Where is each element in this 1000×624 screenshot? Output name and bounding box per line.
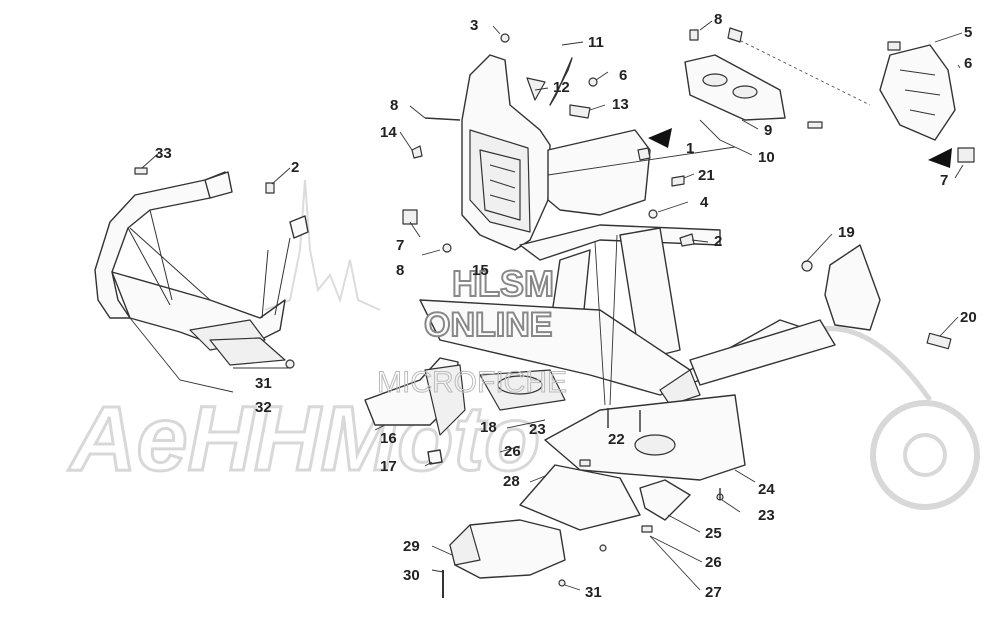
leader-lines	[129, 20, 964, 591]
callout-27: 27	[705, 584, 722, 601]
callout-17: 17	[380, 458, 397, 475]
fasteners	[402, 29, 952, 500]
callout-8: 8	[714, 11, 722, 28]
front-bumper-assembly	[94, 167, 309, 369]
callout-8: 8	[396, 262, 404, 279]
callout-labels: 3 11 8 5 6 12 6 8 13 9 14 10 1 33 2 21 7…	[155, 11, 977, 601]
callout-3: 3	[470, 17, 478, 34]
callout-23: 23	[758, 507, 775, 524]
callout-2: 2	[291, 159, 299, 176]
callout-33: 33	[155, 145, 172, 162]
callout-1: 1	[686, 140, 694, 157]
callout-21: 21	[698, 167, 715, 184]
callout-2: 2	[714, 233, 722, 250]
watermark-center: HLSM ONLINE MICROFICHE	[377, 262, 568, 400]
watermark-wheel	[870, 400, 980, 510]
callout-10: 10	[758, 149, 775, 166]
callout-29: 29	[403, 538, 420, 555]
arrow-indicator	[648, 128, 672, 148]
callout-8: 8	[390, 97, 398, 114]
callout-9: 9	[764, 122, 772, 139]
callout-23: 23	[529, 421, 546, 438]
callout-30: 30	[403, 567, 420, 584]
callout-32: 32	[255, 399, 272, 416]
callout-28: 28	[503, 473, 520, 490]
bushing-7	[957, 147, 975, 163]
callout-13: 13	[612, 96, 629, 113]
callout-11: 11	[588, 34, 604, 51]
callout-6: 6	[619, 67, 627, 84]
callout-22: 22	[608, 431, 625, 448]
callout-12: 12	[553, 79, 570, 96]
callout-25: 25	[705, 525, 722, 542]
callout-7: 7	[940, 172, 948, 189]
callout-20: 20	[960, 309, 977, 326]
callout-4: 4	[700, 194, 709, 211]
callout-6: 6	[964, 55, 972, 72]
callout-26: 26	[504, 443, 521, 460]
callout-5: 5	[964, 24, 972, 41]
bolt-33	[134, 167, 148, 175]
watermark-line3: MICROFICHE	[377, 366, 567, 399]
callout-19: 19	[838, 224, 855, 241]
watermark-line2: ONLINE	[424, 306, 552, 344]
rear-bracket	[801, 244, 952, 350]
callout-14: 14	[380, 124, 397, 141]
watermark-line1: HLSM	[452, 263, 554, 304]
callout-26: 26	[705, 554, 722, 571]
callout-31: 31	[255, 375, 272, 392]
watermark-skyline	[264, 179, 381, 311]
callout-16: 16	[380, 430, 397, 447]
main-frame	[419, 224, 836, 411]
callout-31: 31	[585, 584, 602, 601]
callout-18: 18	[480, 419, 497, 436]
callout-7: 7	[396, 237, 404, 254]
callout-24: 24	[758, 481, 775, 498]
front-frame-bulkhead	[461, 54, 651, 251]
tube-bracket	[364, 357, 466, 465]
skid-plates	[442, 394, 746, 598]
watermark-brand-text: AeHHMoto	[68, 388, 540, 490]
upper-plates	[684, 27, 975, 163]
callout-15: 15	[472, 262, 489, 279]
